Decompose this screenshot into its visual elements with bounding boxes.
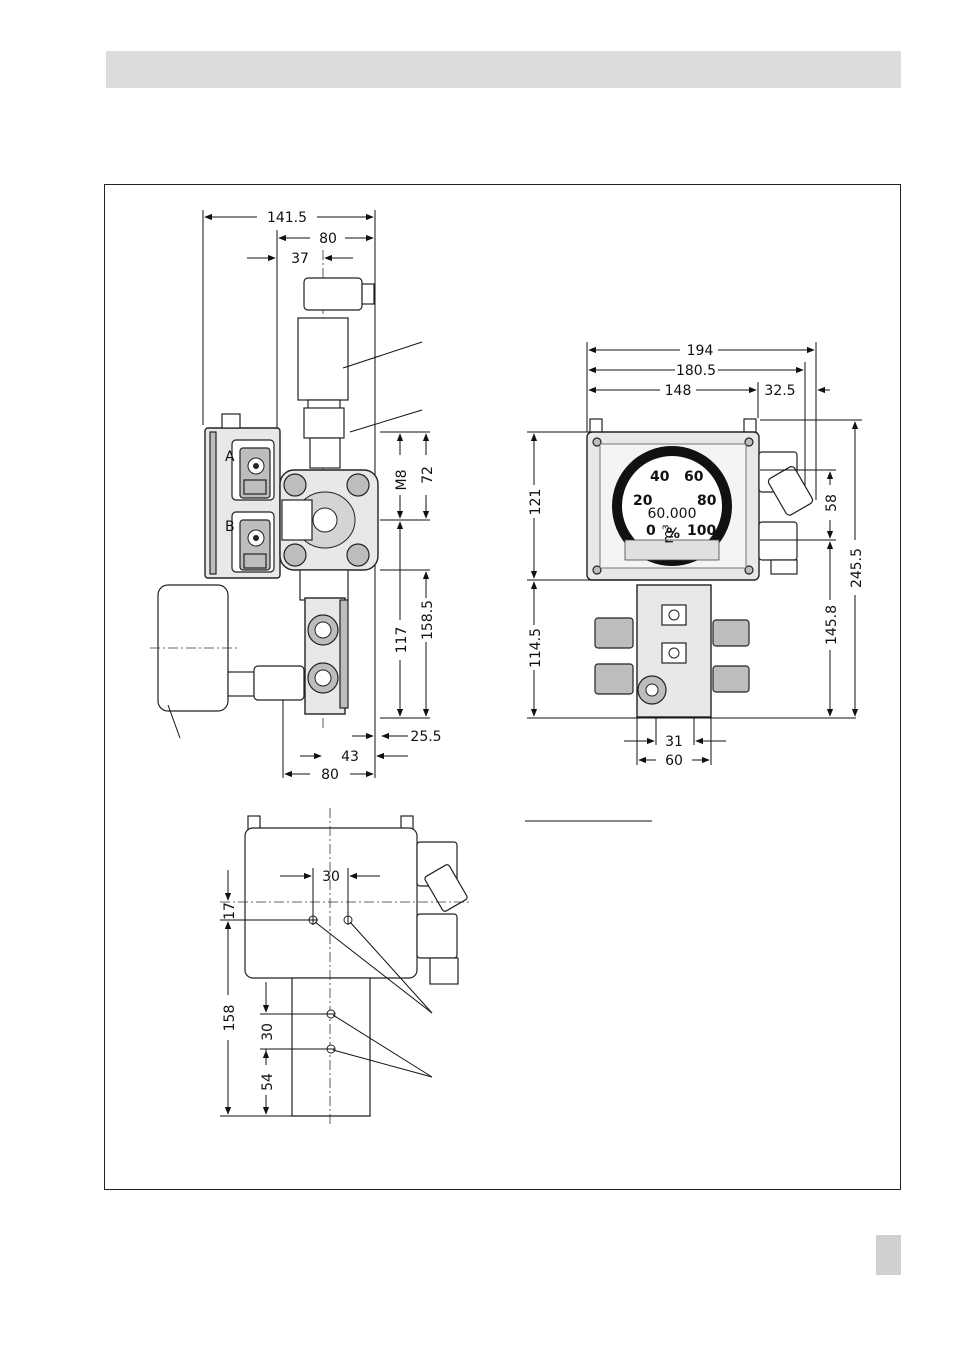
port-label-a: A — [225, 449, 235, 465]
gauge-label-80: 80 — [697, 493, 717, 509]
dim-54: 54 — [260, 1073, 276, 1091]
gauge-label-0: 0 — [646, 523, 656, 539]
dim-32-5: 32.5 — [764, 383, 795, 399]
dim-30-horizontal: 30 — [322, 869, 340, 885]
dim-72: 72 — [420, 466, 436, 484]
dim-121: 121 — [528, 489, 544, 516]
port-label-b: B — [225, 519, 235, 535]
dim-m8: M8 — [394, 470, 410, 491]
gauge-counter: 60.000 — [648, 506, 697, 522]
gauge-unit-percent: % — [666, 526, 680, 542]
dim-31: 31 — [665, 734, 683, 750]
dim-114-5: 114.5 — [528, 628, 544, 668]
gauge-label-100: 100 — [687, 523, 716, 539]
dim-80-top: 80 — [319, 231, 337, 247]
dim-25-5: 25.5 — [410, 729, 441, 745]
dim-148: 148 — [665, 383, 692, 399]
dim-80-bottom: 80 — [321, 767, 339, 783]
gauge-label-60: 60 — [684, 469, 704, 485]
dim-37: 37 — [291, 251, 309, 267]
dim-194: 194 — [687, 343, 714, 359]
dim-60: 60 — [665, 753, 683, 769]
dim-158-5: 158.5 — [420, 600, 436, 640]
dim-43: 43 — [341, 749, 359, 765]
dim-141-5: 141.5 — [267, 210, 307, 226]
dim-158: 158 — [222, 1005, 238, 1032]
gauge-label-40: 40 — [650, 469, 670, 485]
dim-145-8: 145.8 — [824, 605, 840, 645]
flow-gauge: 0 20 40 60 80 100 60.000 m³ % — [612, 446, 732, 566]
dim-117: 117 — [394, 627, 410, 654]
front-view: 194 180.5 148 32.5 0 20 40 60 80 100 60. — [525, 342, 865, 821]
top-view: 30 17 158 30 54 — [220, 808, 470, 1125]
side-view: 141.5 80 37 A B — [150, 210, 442, 783]
dim-58: 58 — [824, 494, 840, 512]
dim-245-5: 245.5 — [849, 548, 865, 588]
dim-17: 17 — [222, 902, 238, 920]
dim-180-5: 180.5 — [676, 363, 716, 379]
dim-30-vertical: 30 — [260, 1023, 276, 1041]
